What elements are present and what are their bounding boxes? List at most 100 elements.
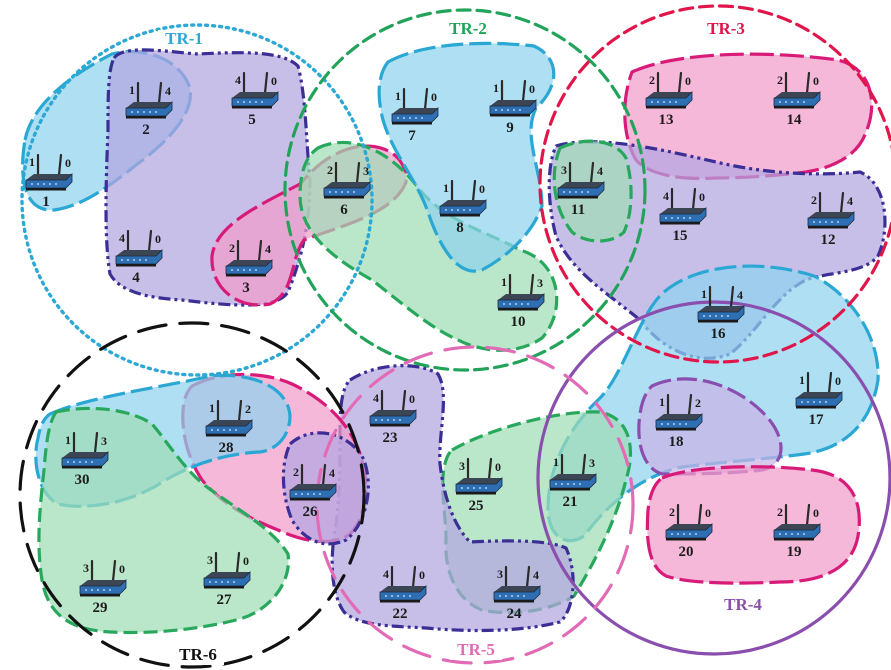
- router-top-face: [808, 212, 854, 218]
- regions-layer: [21, 41, 887, 635]
- router-led: [139, 259, 141, 261]
- router-top-face: [290, 484, 336, 490]
- right-antenna-number: 0: [813, 74, 819, 88]
- node-id-label: 4: [132, 270, 140, 286]
- router-led: [665, 217, 667, 219]
- router-led: [55, 183, 57, 185]
- tr-1-range-circle: [20, 23, 374, 377]
- router-top-face: [126, 102, 172, 108]
- router-led: [415, 117, 417, 119]
- right-antenna: [521, 79, 527, 103]
- router-top-face: [80, 580, 126, 586]
- router-top-face: [498, 294, 544, 300]
- router-top-face: [796, 392, 842, 398]
- router-base: [116, 264, 156, 267]
- router-led: [727, 315, 729, 317]
- router-led: [211, 429, 213, 431]
- router-led: [335, 191, 337, 193]
- right-antenna-number: 4: [533, 568, 539, 582]
- tr-3-range-circle: [538, 4, 891, 364]
- router-top-face: [660, 208, 706, 214]
- router-led: [67, 461, 69, 463]
- router-top-face: [550, 474, 596, 480]
- router-base: [490, 114, 530, 117]
- right-antenna: [839, 191, 845, 215]
- router-base: [456, 492, 496, 495]
- router-led: [695, 533, 697, 535]
- left-antenna-number: 4: [235, 73, 241, 87]
- router-led: [295, 493, 297, 495]
- router-led: [233, 581, 235, 583]
- right-antenna: [487, 457, 493, 481]
- router-led: [131, 111, 133, 113]
- router-base: [324, 196, 364, 199]
- router-led: [451, 209, 453, 211]
- router-led: [555, 483, 557, 485]
- router-led: [703, 315, 705, 317]
- right-antenna: [525, 565, 531, 589]
- router-led: [473, 487, 475, 489]
- router-led: [313, 493, 315, 495]
- router-top-face: [232, 92, 278, 98]
- router-led: [399, 419, 401, 421]
- left-antenna-number: 1: [501, 275, 507, 289]
- router-base: [62, 466, 102, 469]
- router-led: [501, 109, 503, 111]
- router-led: [243, 101, 245, 103]
- router-top-face: [646, 92, 692, 98]
- router-led: [671, 217, 673, 219]
- router-led: [569, 191, 571, 193]
- router-base: [206, 434, 246, 437]
- left-antenna-number: 1: [659, 395, 665, 409]
- tr-4-label: TR-4: [724, 595, 762, 614]
- left-antenna-number: 2: [811, 193, 817, 207]
- router-led: [403, 117, 405, 119]
- router-top-face: [774, 92, 820, 98]
- left-antenna-number: 1: [395, 89, 401, 103]
- router-led: [683, 217, 685, 219]
- router-led: [791, 533, 793, 535]
- router-led: [673, 423, 675, 425]
- node-id-label: 22: [393, 606, 408, 622]
- router-led: [573, 483, 575, 485]
- router-led: [235, 429, 237, 431]
- left-antenna-number: 2: [777, 73, 783, 87]
- router-base: [646, 106, 686, 109]
- right-antenna: [729, 285, 735, 309]
- right-antenna-number: 4: [847, 194, 853, 208]
- node-id-label: 20: [679, 544, 694, 560]
- right-antenna: [697, 503, 703, 527]
- right-antenna: [257, 239, 263, 263]
- left-antenna-number: 2: [777, 505, 783, 519]
- right-antenna: [805, 503, 811, 527]
- right-antenna: [581, 453, 587, 477]
- router-base: [656, 428, 696, 431]
- router-led: [393, 419, 395, 421]
- right-antenna-number: 0: [699, 190, 705, 204]
- left-antenna-number: 1: [209, 401, 215, 415]
- router-led: [409, 595, 411, 597]
- left-antenna-number: 4: [119, 231, 125, 245]
- left-antenna-number: 2: [229, 241, 235, 255]
- router-top-face: [380, 586, 426, 592]
- router-base: [558, 196, 598, 199]
- router-led: [97, 589, 99, 591]
- router-base: [80, 594, 120, 597]
- router-top-face: [666, 524, 712, 530]
- node-id-label: 30: [75, 472, 90, 488]
- left-antenna-number: 2: [649, 73, 655, 87]
- router-led: [661, 423, 663, 425]
- router-led: [103, 589, 105, 591]
- right-antenna-number: 0: [685, 74, 691, 88]
